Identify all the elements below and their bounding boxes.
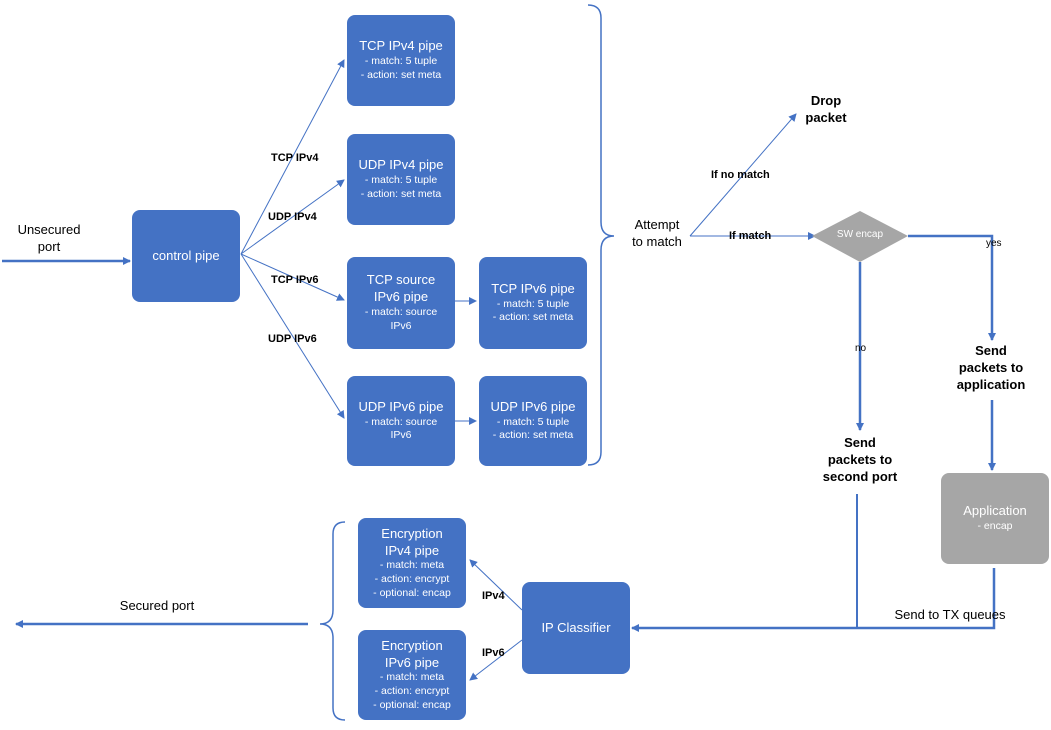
edge-label-no: no (855, 343, 867, 354)
node-title: TCP IPv4 pipe (359, 38, 443, 54)
udp-source-ipv6-pipe-node: UDP IPv6 pipe - match: source IPv6 (347, 376, 455, 466)
edge-label-if-no-match: If no match (711, 169, 770, 181)
edge-classifier-ipv4 (469, 559, 523, 611)
label-line: Send (975, 343, 1007, 358)
edge-label-ipv4: IPv4 (482, 590, 505, 602)
node-line: IPv6 (390, 319, 412, 332)
edge-application-to-classifier (631, 568, 996, 632)
node-line: - optional: encap (373, 698, 451, 711)
right-brace (587, 4, 615, 466)
edge-label-if-match: If match (729, 230, 772, 242)
tcp-ipv6-pipe-node: TCP IPv6 pipe - match: 5 tuple - action:… (479, 257, 587, 349)
edge-label-yes: yes (986, 238, 1002, 249)
node-title: Application (963, 503, 1027, 519)
label-line: packets to (827, 451, 893, 467)
node-line: - action: encrypt (374, 685, 450, 698)
node-line: - action: set meta (492, 311, 574, 324)
node-line: - action: set meta (492, 429, 574, 442)
node-title: UDP IPv4 pipe (358, 157, 444, 173)
attempt-to-match-label: Attempt to match (622, 217, 692, 251)
edge-label-ipv6: IPv6 (482, 647, 505, 659)
node-line: - match: 5 tuple (364, 55, 438, 68)
sw-encap-diamond (812, 211, 908, 262)
label-line: to match (632, 233, 682, 249)
drop-packet-label: Drop packet (788, 93, 864, 127)
udp-ipv4-pipe-node: UDP IPv4 pipe - match: 5 tuple - action:… (347, 134, 455, 225)
node-title: Encryption (381, 525, 443, 541)
ip-classifier-title: IP Classifier (541, 619, 611, 635)
label-line: second port (822, 468, 898, 484)
label-line: packets to (958, 359, 1024, 375)
left-brace (319, 521, 346, 721)
node-title: UDP IPv6 pipe (358, 398, 444, 414)
application-node: Application - encap (941, 473, 1049, 564)
sw-encap-label: SW encap (836, 229, 884, 240)
label-line: Unsecured (17, 222, 81, 237)
send-to-second-port-label: Send packets to second port (810, 435, 910, 486)
edge-control-tcp-ipv4 (240, 59, 345, 255)
node-title: IPv6 pipe (373, 289, 429, 305)
node-title: Encryption (381, 637, 443, 653)
node-title: UDP IPv6 pipe (490, 398, 576, 414)
node-line: - match: meta (379, 671, 445, 684)
node-line: - encap (977, 520, 1013, 533)
edge-label-udp-ipv6: UDP IPv6 (268, 333, 317, 345)
edge-control-udp-ipv4 (240, 179, 345, 255)
tcp-source-ipv6-pipe-node: TCP source IPv6 pipe - match: source IPv… (347, 257, 455, 349)
node-title: IPv4 pipe (384, 542, 440, 558)
unsecured-port-label: Unsecured port (12, 222, 86, 256)
node-line: - match: 5 tuple (364, 174, 438, 187)
send-to-application-label: Send packets to application (945, 343, 1037, 394)
label-line: Drop (810, 93, 842, 108)
edge-classifier-ipv6 (469, 639, 523, 681)
edge-label-tcp-ipv4: TCP IPv4 (271, 152, 319, 164)
node-title: TCP IPv6 pipe (491, 280, 575, 296)
control-pipe-node: control pipe (132, 210, 240, 302)
edge-label-udp-ipv4: UDP IPv4 (268, 211, 317, 223)
tcp-ipv4-pipe-node: TCP IPv4 pipe - match: 5 tuple - action:… (347, 15, 455, 106)
label-line: Attempt (634, 217, 680, 232)
node-line: - match: 5 tuple (496, 297, 570, 310)
send-to-tx-label: Send to TX queues (894, 607, 1006, 622)
label-line: packet (805, 109, 847, 125)
node-line: - action: set meta (360, 68, 442, 81)
edge-label-tcp-ipv6: TCP IPv6 (271, 274, 319, 286)
node-line: IPv6 (390, 429, 412, 442)
node-line: - optional: encap (373, 586, 451, 599)
edge-control-tcp-src-ipv6 (240, 253, 345, 301)
node-line: - match: source (364, 306, 438, 319)
node-title: TCP source (366, 272, 436, 288)
node-title: IPv6 pipe (384, 654, 440, 670)
label-line: application (956, 376, 1026, 392)
label-line: Send (844, 435, 876, 450)
node-line: - match: source (364, 415, 438, 428)
encryption-ipv4-pipe-node: Encryption IPv4 pipe - match: meta - act… (358, 518, 466, 608)
ip-classifier-node: IP Classifier (522, 582, 630, 674)
edge-control-udp-src-ipv6 (240, 253, 345, 419)
edge-yes (908, 234, 996, 341)
node-line: - action: set meta (360, 187, 442, 200)
node-line: - action: encrypt (374, 573, 450, 586)
udp-ipv6-pipe-node: UDP IPv6 pipe - match: 5 tuple - action:… (479, 376, 587, 466)
encryption-ipv6-pipe-node: Encryption IPv6 pipe - match: meta - act… (358, 630, 466, 720)
control-pipe-title: control pipe (152, 247, 220, 263)
edge-no-match (689, 113, 797, 237)
label-line: port (37, 238, 61, 254)
node-line: - match: meta (379, 559, 445, 572)
node-line: - match: 5 tuple (496, 415, 570, 428)
secured-port-label: Secured port (119, 598, 195, 613)
